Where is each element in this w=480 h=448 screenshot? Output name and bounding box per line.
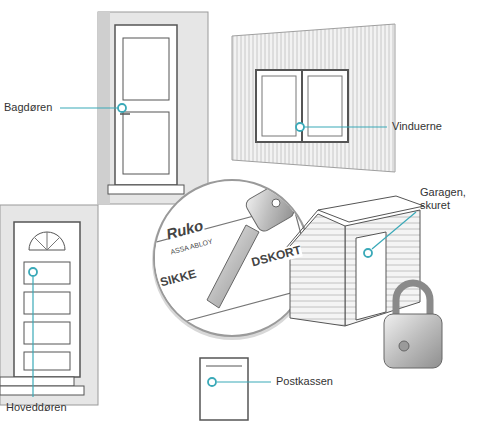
callout-label: Garagen, skuret xyxy=(420,186,472,212)
leader-line xyxy=(217,381,271,382)
window xyxy=(232,24,395,172)
leader-line xyxy=(304,126,387,127)
callout-dot xyxy=(364,249,372,257)
callout-label: Vinduerne xyxy=(392,120,442,133)
padlock xyxy=(384,283,442,368)
leader-line xyxy=(372,212,416,249)
shed xyxy=(286,196,424,326)
leader-line xyxy=(32,277,33,397)
callout-label: Bagdøren xyxy=(4,101,52,114)
callout-label: Postkassen xyxy=(276,375,333,388)
leader-line xyxy=(60,107,118,108)
callout-dot xyxy=(118,104,126,112)
callout-dot xyxy=(296,123,304,131)
key-card-illustration xyxy=(129,180,315,340)
callout-dot xyxy=(208,378,216,386)
front-door xyxy=(0,205,98,405)
mailbox xyxy=(200,358,248,420)
callout-label: Hoveddøren xyxy=(6,401,67,414)
callout-dot xyxy=(29,268,37,276)
